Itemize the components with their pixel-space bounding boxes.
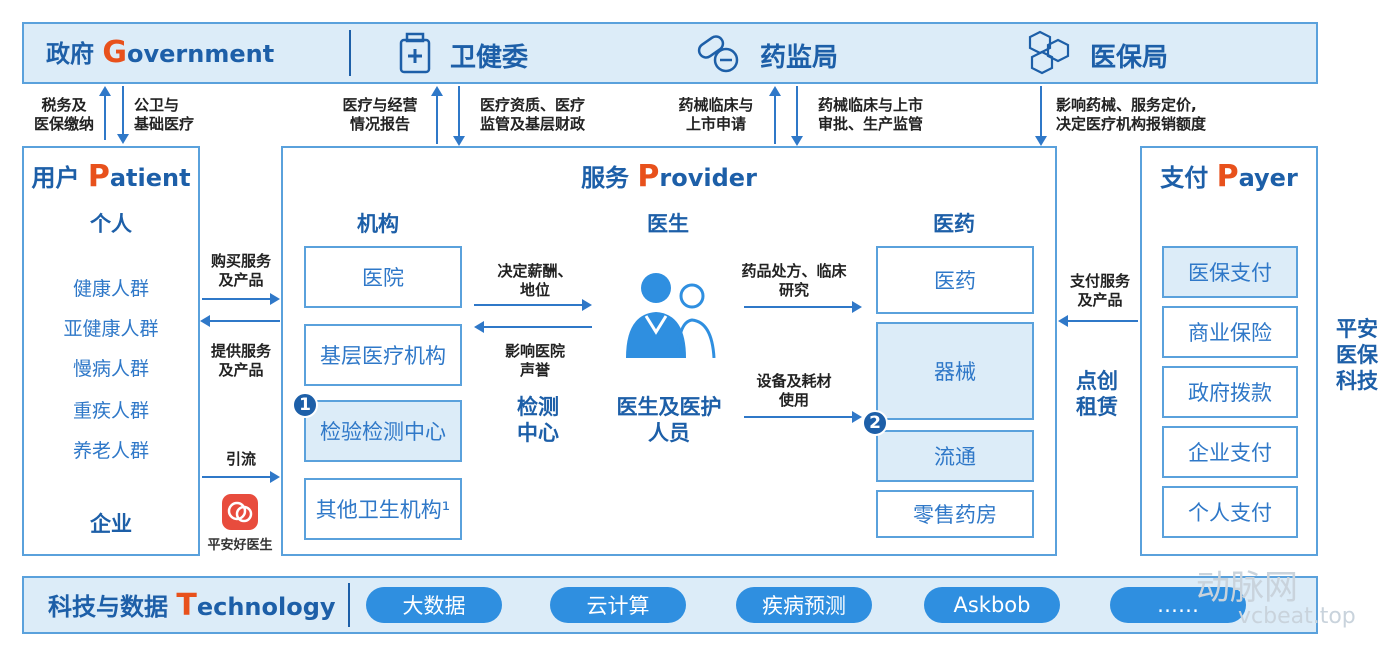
arrow-head [582,299,592,311]
technology-title: 科技与数据 Technology [48,588,336,623]
pingan-good-doctor-app-icon [222,494,258,530]
tech-pill-cloud: 云计算 [550,587,686,623]
watermark-site: vcbeat.top [1238,604,1356,629]
government-divider [349,30,351,76]
tech-pill-more: …… [1110,587,1246,623]
tech-pill-disease-prediction: 疾病预测 [736,587,872,623]
pingan-insurance-tech-label: 平安 医保 科技 [1336,317,1378,393]
arrow-head [270,293,280,305]
note-reputation: 影响医院 声誉 [504,342,565,379]
note-tax: 税务及 医保缴纳 [33,96,94,133]
note-traffic: 引流 [225,450,256,468]
patient-individual-heading: 个人 [90,212,132,236]
medicine-pharma: 医药 [876,246,1034,314]
pill-icon [697,35,739,73]
arrow-drug-to-provider [796,86,798,136]
payer-government-funding: 政府拨款 [1162,366,1298,418]
payer-medical-insurance: 医保支付 [1162,246,1298,298]
arrow-patient-to-gov [104,94,106,140]
arrow-head [852,411,862,423]
note-buy: 购买服务 及产品 [210,252,271,289]
tech-pill-big-data: 大数据 [366,587,502,623]
app-name: 平安好医生 [207,538,273,553]
doctor-label: 医生及医护 人员 [616,395,722,445]
government-title: 政府 Government [46,35,275,70]
arrow-institution-to-doctor [474,304,582,306]
note-pricing: 影响药械、服务定价, 决定医疗机构报销额度 [1056,96,1207,133]
gov-org-insurance-bureau: 医保局 [1090,43,1169,73]
health-kit-icon [399,32,431,74]
arrow-doctor-to-institution [484,326,592,328]
arrow-doctor-to-equipment [744,416,852,418]
arrow-head [99,86,111,96]
doctor-nurse-icon [626,273,716,358]
patient-title: 用户 Patient [31,159,191,194]
note-resources: 医疗资质、医疗 监管及基层财政 [480,96,586,133]
patient-enterprise-heading: 企业 [90,512,132,536]
payer-enterprise: 企业支付 [1162,426,1298,478]
arrow-head [852,301,862,313]
payer-individual: 个人支付 [1162,486,1298,538]
col-doctor-heading: 医生 [647,212,689,236]
patient-group-subhealthy: 亚健康人群 [63,318,159,340]
arrow-payer-to-provider [1068,320,1138,322]
patient-group-serious: 重疾人群 [72,400,149,422]
leasing-label: 点创 租赁 [1076,369,1118,419]
arrow-provider-to-health [436,94,438,144]
arrow-provider-to-patient [210,320,280,322]
arrow-head [1058,315,1068,327]
note-equipment: 设备及耗材 使用 [756,372,832,409]
badge-1: 1 [292,392,318,418]
note-public-health: 公卫与 基础医疗 [134,96,195,133]
col-institutions-heading: 机构 [357,212,399,236]
arrow-head [117,134,129,144]
arrow-head [791,136,803,146]
gov-org-health-commission: 卫健委 [450,43,529,73]
patient-panel [22,146,200,556]
arrow-patient-to-provider [202,298,270,300]
patient-group-elderly: 养老人群 [72,440,149,462]
gov-org-drug-admin: 药监局 [760,43,839,73]
institution-primary-care: 基层医疗机构 [304,324,462,386]
arrow-doctor-to-medicine [744,306,852,308]
arrow-head [431,86,443,96]
patient-group-chronic: 慢病人群 [72,358,149,380]
badge-2: 2 [862,410,888,436]
government-bar [22,22,1318,84]
patient-group-healthy: 健康人群 [72,278,149,300]
note-prescription: 药品处方、临床 研究 [741,262,847,299]
arrow-insurance-to-provider [1040,86,1042,136]
note-report: 医疗与经营 情况报告 [342,96,418,133]
arrow-head [200,315,210,327]
arrow-traffic [202,476,270,478]
institution-other: 其他卫生机构¹ [304,478,462,540]
technology-divider [348,583,350,627]
hexagon-icon [1028,30,1070,75]
arrow-head [1035,136,1047,146]
arrow-head [453,136,465,146]
medicine-distribution: 流通 [876,430,1034,482]
institution-lab-center: 检验检测中心 [304,400,462,462]
col-medicine-heading: 医药 [933,212,975,236]
institution-hospital: 医院 [304,246,462,308]
note-pay: 支付服务 及产品 [1069,272,1130,309]
arrow-gov-to-patient [122,86,124,134]
note-provide: 提供服务 及产品 [210,342,271,379]
medicine-retail-pharmacy: 零售药房 [876,490,1034,538]
medicine-devices: 器械 [876,322,1034,420]
watermark-brand: 动脉网 [1196,568,1298,608]
note-salary: 决定薪酬、 地位 [497,262,573,299]
payer-title: 支付 Payer [1160,159,1298,194]
arrow-head [270,471,280,483]
tech-pill-askbob: Askbob [924,587,1060,623]
arrow-head [474,321,484,333]
note-drug-apply: 药械临床与 上市申请 [678,96,754,133]
provider-title: 服务 Provider [581,159,757,194]
payer-commercial-insurance: 商业保险 [1162,306,1298,358]
note-drug-approve: 药械临床与上市 审批、生产监管 [818,96,924,133]
arrow-health-to-provider [458,86,460,136]
lab-center-label: 检测 中心 [517,395,559,445]
arrow-head [769,86,781,96]
arrow-provider-to-drug [774,94,776,144]
